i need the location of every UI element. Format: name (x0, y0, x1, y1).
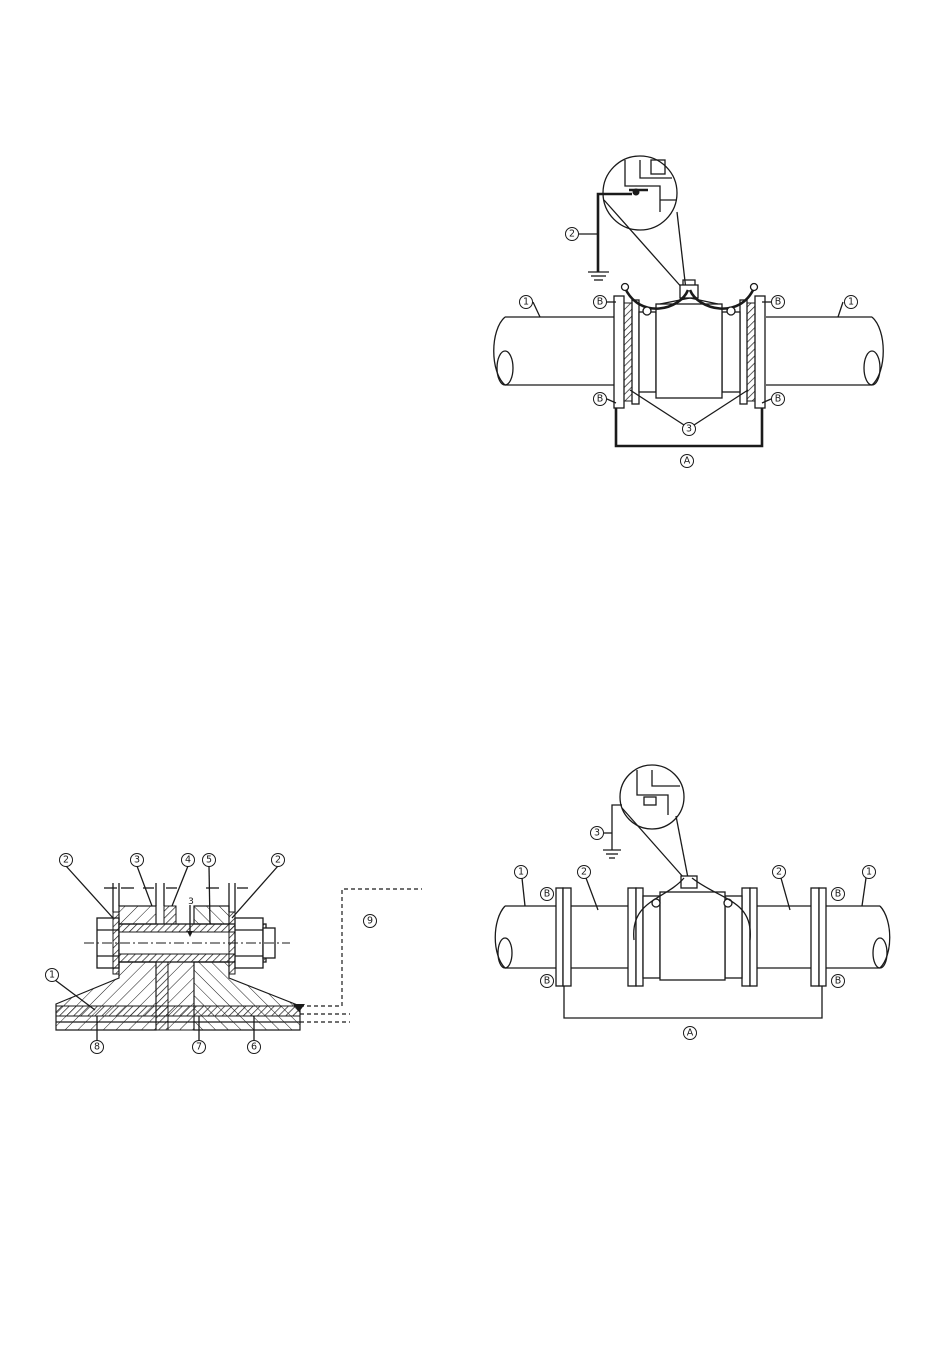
callout-bolt-length: 4 (182, 854, 195, 867)
meter-body-2 (660, 892, 725, 980)
callout-adapter-left: 2 (578, 866, 591, 879)
callout-screw-top-right-2: B (832, 888, 845, 901)
svg-text:8: 8 (94, 1042, 100, 1053)
callout-pipe-left-2: 1 (515, 866, 528, 879)
svg-text:2: 2 (63, 855, 69, 866)
callout-washer-right: 2 (272, 854, 285, 867)
ground-symbol (588, 272, 609, 280)
bond-wire-2 (564, 986, 822, 1018)
detail-magnifier (603, 156, 686, 290)
callout-screw-bottom-right: B (772, 393, 785, 406)
callout-adapter-right: 2 (773, 866, 786, 879)
detail-boundary (300, 889, 422, 1006)
svg-text:B: B (597, 394, 604, 405)
svg-text:1: 1 (49, 970, 55, 981)
svg-text:2: 2 (776, 867, 782, 878)
svg-text:2: 2 (275, 855, 281, 866)
svg-text:A: A (687, 1028, 694, 1039)
svg-text:6: 6 (251, 1042, 257, 1053)
callout-bond-2: A (684, 1027, 697, 1040)
figure-2-flange-section: 3 2 3 4 5 2 1 8 7 6 (46, 854, 423, 1054)
dimension-label: 3 (188, 897, 194, 907)
meter-body (656, 304, 722, 398)
flange-right-section (194, 962, 300, 1030)
adapter-right (757, 906, 811, 968)
flange-pair-outer-right (811, 888, 826, 986)
svg-text:1: 1 (518, 867, 524, 878)
ground-wire (598, 194, 632, 272)
svg-text:B: B (544, 976, 551, 987)
svg-text:3: 3 (594, 828, 600, 839)
svg-text:B: B (544, 889, 551, 900)
callout-liner: 7 (193, 1041, 206, 1054)
ground-symbol-2 (603, 850, 621, 858)
callout-washer-left: 2 (60, 854, 73, 867)
svg-text:A: A (684, 456, 691, 467)
svg-text:5: 5 (206, 855, 212, 866)
svg-text:7: 7 (196, 1042, 202, 1053)
svg-text:2: 2 (581, 867, 587, 878)
svg-text:1: 1 (866, 867, 872, 878)
callout-screw-top-left: B (594, 296, 607, 309)
svg-text:B: B (835, 976, 842, 987)
svg-text:B: B (835, 889, 842, 900)
callout-detail: 9 (364, 915, 377, 928)
svg-text:B: B (775, 297, 782, 308)
svg-text:3: 3 (686, 424, 692, 435)
callout-pipe-wall: 6 (248, 1041, 261, 1054)
svg-text:1: 1 (848, 297, 854, 308)
detail-magnifier-2 (620, 765, 688, 878)
callout-bond: A (681, 455, 694, 468)
callout-sleeve: 3 (131, 854, 144, 867)
callout-screw-top-right: B (772, 296, 785, 309)
pipe-left (494, 317, 614, 385)
svg-text:4: 4 (185, 855, 191, 866)
callout-pipe-right-2: 1 (863, 866, 876, 879)
callout-ground-2: 3 (591, 827, 604, 840)
callout-screw-top-left-2: B (541, 888, 554, 901)
callout-gasket: 3 (683, 423, 696, 436)
callout-nut: 5 (203, 854, 216, 867)
callout-screw-bottom-left-2: B (541, 975, 554, 988)
callout-flange: 1 (46, 969, 59, 982)
svg-text:B: B (597, 297, 604, 308)
flange-pair-outer-left (556, 888, 571, 986)
callout-screw-bottom-left: B (594, 393, 607, 406)
svg-text:9: 9 (367, 916, 373, 927)
callout-insulation: 8 (91, 1041, 104, 1054)
svg-text:B: B (775, 394, 782, 405)
svg-text:1: 1 (523, 297, 529, 308)
callout-pipe-left: 1 (520, 296, 533, 309)
callout-screw-bottom-right-2: B (832, 975, 845, 988)
svg-text:3: 3 (134, 855, 140, 866)
svg-text:2: 2 (569, 229, 575, 240)
callout-ground-wire: 2 (566, 228, 579, 241)
flange-left-section (56, 962, 156, 1030)
figure-3-grounding-adapters: 1 2 2 1 3 B B B B A (495, 765, 890, 1040)
pipe-right (766, 317, 883, 385)
adapter-left (571, 906, 628, 968)
callout-pipe-right: 1 (845, 296, 858, 309)
figure-1-grounding-flanges: 1 1 2 B B B B 3 A (494, 156, 884, 468)
